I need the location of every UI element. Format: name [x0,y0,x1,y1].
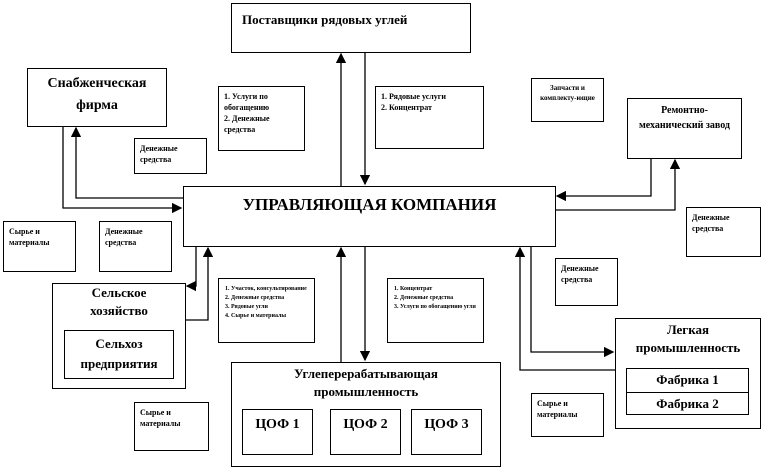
flow-raw-materials-left: Сырье и материалы [3,221,76,272]
flow-money-repair: Денежные средства [686,207,761,257]
supply-firm-box: Снабженческая фирма [27,68,167,127]
flow-raw-services-concentrate: 1. Рядовые услуги 2. Концентрат [375,86,484,149]
light-industry-box: Легкая промышленность Фабрика 1 Фабрика … [615,318,761,429]
arrow-from-repair-plant [555,158,652,202]
flow-money-agri: Денежные средства [99,221,172,272]
arrow-to-agriculture [185,246,197,292]
flow-agri-list: 1. Участок, консультирование 2. Денежные… [218,278,315,343]
repair-plant-box: Ремонтно-механический завод [627,98,742,159]
flow-spare-parts: Запчасти и комплекту-ющие [531,78,604,122]
cof-3-box: ЦОФ 3 [411,409,482,455]
agriculture-box: Сельское хозяйство Сельхоз предприятия [52,283,186,389]
coal-processing-box: Углеперерабатывающая промышленность ЦОФ … [231,362,501,467]
flow-money-supply: Денежные средства [134,138,207,174]
arrow-from-light-industry [514,246,615,371]
suppliers-box: Поставщики рядовых углей [231,3,471,53]
management-company-box: УПРАВЛЯЮЩАЯ КОМПАНИЯ [183,186,556,247]
flow-coal-list: 1. Концентрат 2. Денежные средства 3. Ус… [387,278,484,343]
factory-2-box: Фабрика 2 [626,392,749,415]
coal-processing-title: Углеперерабатывающая промышленность [294,366,438,399]
flow-raw-materials-bottom-right: Сырье и материалы [531,393,604,437]
arrow-to-repair-plant [555,158,681,211]
light-industry-title: Легкая промышленность [635,322,741,355]
flow-enrichment-services-money: 1. Услуги по обогащению 2. Денежные сред… [218,86,305,151]
arrow-to-light-industry [530,246,615,358]
factory-1-box: Фабрика 1 [626,368,749,393]
agriculture-title: Сельское хозяйство [90,285,148,318]
arrow-from-supply-firm [62,126,183,214]
agri-enterprises-box: Сельхоз предприятия [64,330,174,379]
cof-1-box: ЦОФ 1 [242,409,313,455]
arrow-to-supply-firm [70,126,183,199]
cof-2-box: ЦОФ 2 [330,409,401,455]
arrow-from-agriculture [185,246,214,321]
flow-money-light: Денежные средства [555,258,618,306]
flow-raw-materials-bottom: Сырье и материалы [134,402,209,451]
